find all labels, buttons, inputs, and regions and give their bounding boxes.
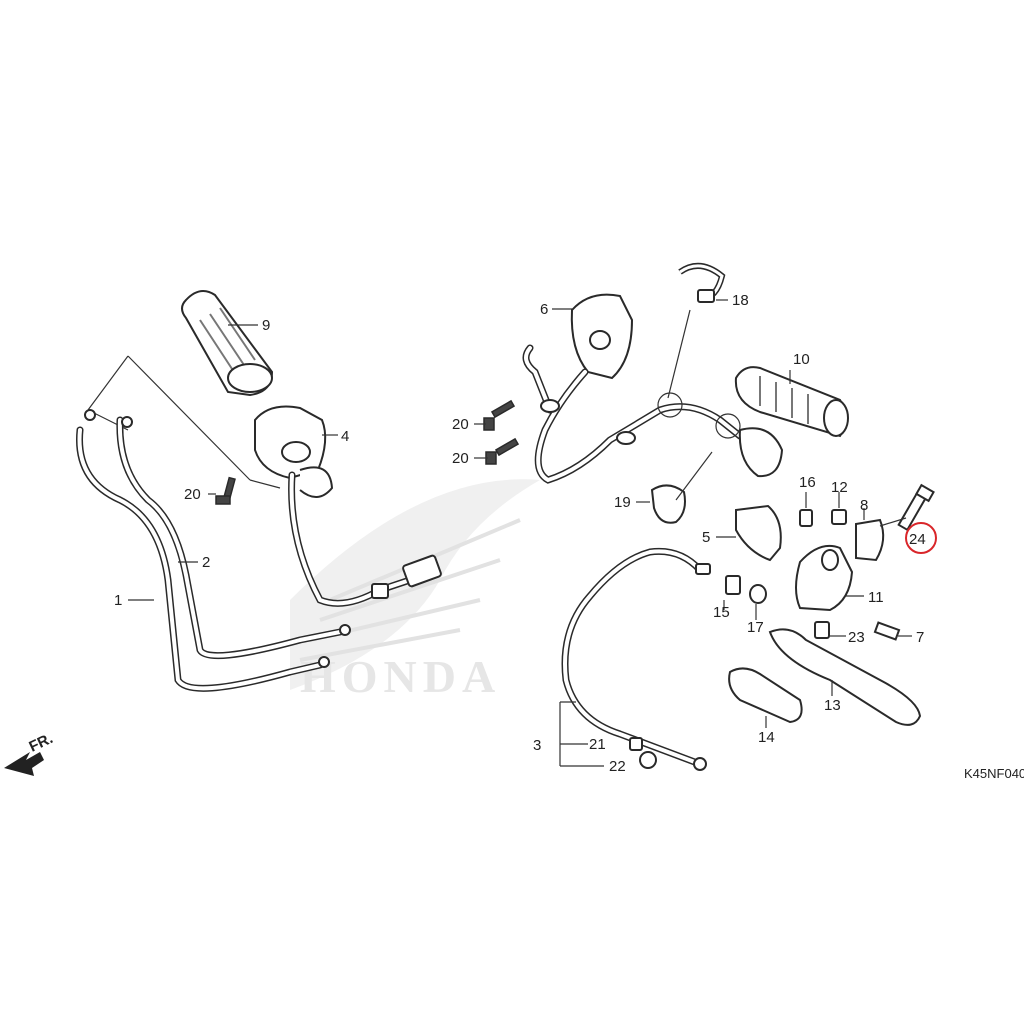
- callout-12: 12: [831, 479, 848, 496]
- screw-20-lower: 20: [452, 437, 520, 467]
- callout-20-left: 20: [184, 486, 201, 503]
- left-grip: 10: [734, 351, 849, 438]
- callout-14: 14: [758, 729, 775, 746]
- clutch-lever-13: 13: [768, 628, 922, 726]
- callout-20-upper: 20: [452, 416, 469, 433]
- watermark-text: HONDA: [300, 651, 501, 702]
- callout-17: 17: [747, 619, 764, 636]
- pivot-bolt-7: 7: [873, 621, 924, 646]
- left-switch-housing: 6: [540, 293, 634, 380]
- bolt-24: 24: [879, 483, 937, 554]
- throttle-cables: 2 1: [76, 409, 351, 692]
- lever-cover: 5: [702, 504, 782, 562]
- throttle-grip: 9: [181, 290, 274, 397]
- honda-watermark: HONDA: [290, 479, 540, 702]
- callout-4: 4: [341, 428, 349, 445]
- nut-22: 22: [609, 751, 657, 775]
- screw-20-upper: 20: [452, 399, 516, 433]
- right-switch-housing: 4: [254, 405, 349, 498]
- wire-band-19: 19: [614, 451, 713, 524]
- wire-band-18: 18: [667, 263, 749, 399]
- callout-10: 10: [793, 351, 810, 368]
- callout-16: 16: [799, 474, 816, 491]
- callout-6: 6: [540, 301, 548, 318]
- callout-21: 21: [589, 736, 606, 753]
- adjuster-15: 15: [713, 575, 741, 621]
- callout-15: 15: [713, 604, 730, 621]
- callout-22: 22: [609, 758, 626, 775]
- pivot-bolt-16: 16: [799, 474, 816, 527]
- nut-17: 17: [747, 584, 767, 636]
- callout-23: 23: [848, 629, 865, 646]
- callout-5: 5: [702, 529, 710, 546]
- callout-8: 8: [860, 497, 868, 514]
- callout-11: 11: [868, 589, 884, 606]
- switch-harness: [288, 471, 442, 607]
- cable-bracket-lines: [87, 355, 281, 489]
- callout-20-lower: 20: [452, 450, 469, 467]
- clutch-cable: 3: [533, 547, 711, 771]
- diagram-code: K45NF040: [964, 766, 1024, 781]
- front-direction-marker: FR.: [4, 730, 56, 776]
- highlight-circle: [905, 522, 937, 554]
- callout-2: 2: [202, 554, 210, 571]
- callout-9: 9: [262, 317, 270, 334]
- callout-19: 19: [614, 494, 631, 511]
- screw-20-left: 20: [184, 476, 236, 505]
- nut-21: 21: [589, 736, 643, 753]
- callout-24: 24: [909, 531, 926, 548]
- callout-18: 18: [732, 292, 749, 309]
- callout-7: 7: [916, 629, 924, 646]
- holder-clamp-8: 8: [855, 497, 885, 562]
- callout-13: 13: [824, 697, 841, 714]
- nut-23: 23: [814, 621, 865, 646]
- left-switch-harness: [522, 344, 784, 484]
- bolt-12: 12: [831, 479, 848, 525]
- lever-boot-14: 14: [728, 667, 803, 746]
- lever-holder-11: 11: [795, 544, 884, 612]
- callout-1: 1: [114, 592, 122, 609]
- front-label: FR.: [27, 730, 56, 756]
- callout-3: 3: [533, 737, 541, 754]
